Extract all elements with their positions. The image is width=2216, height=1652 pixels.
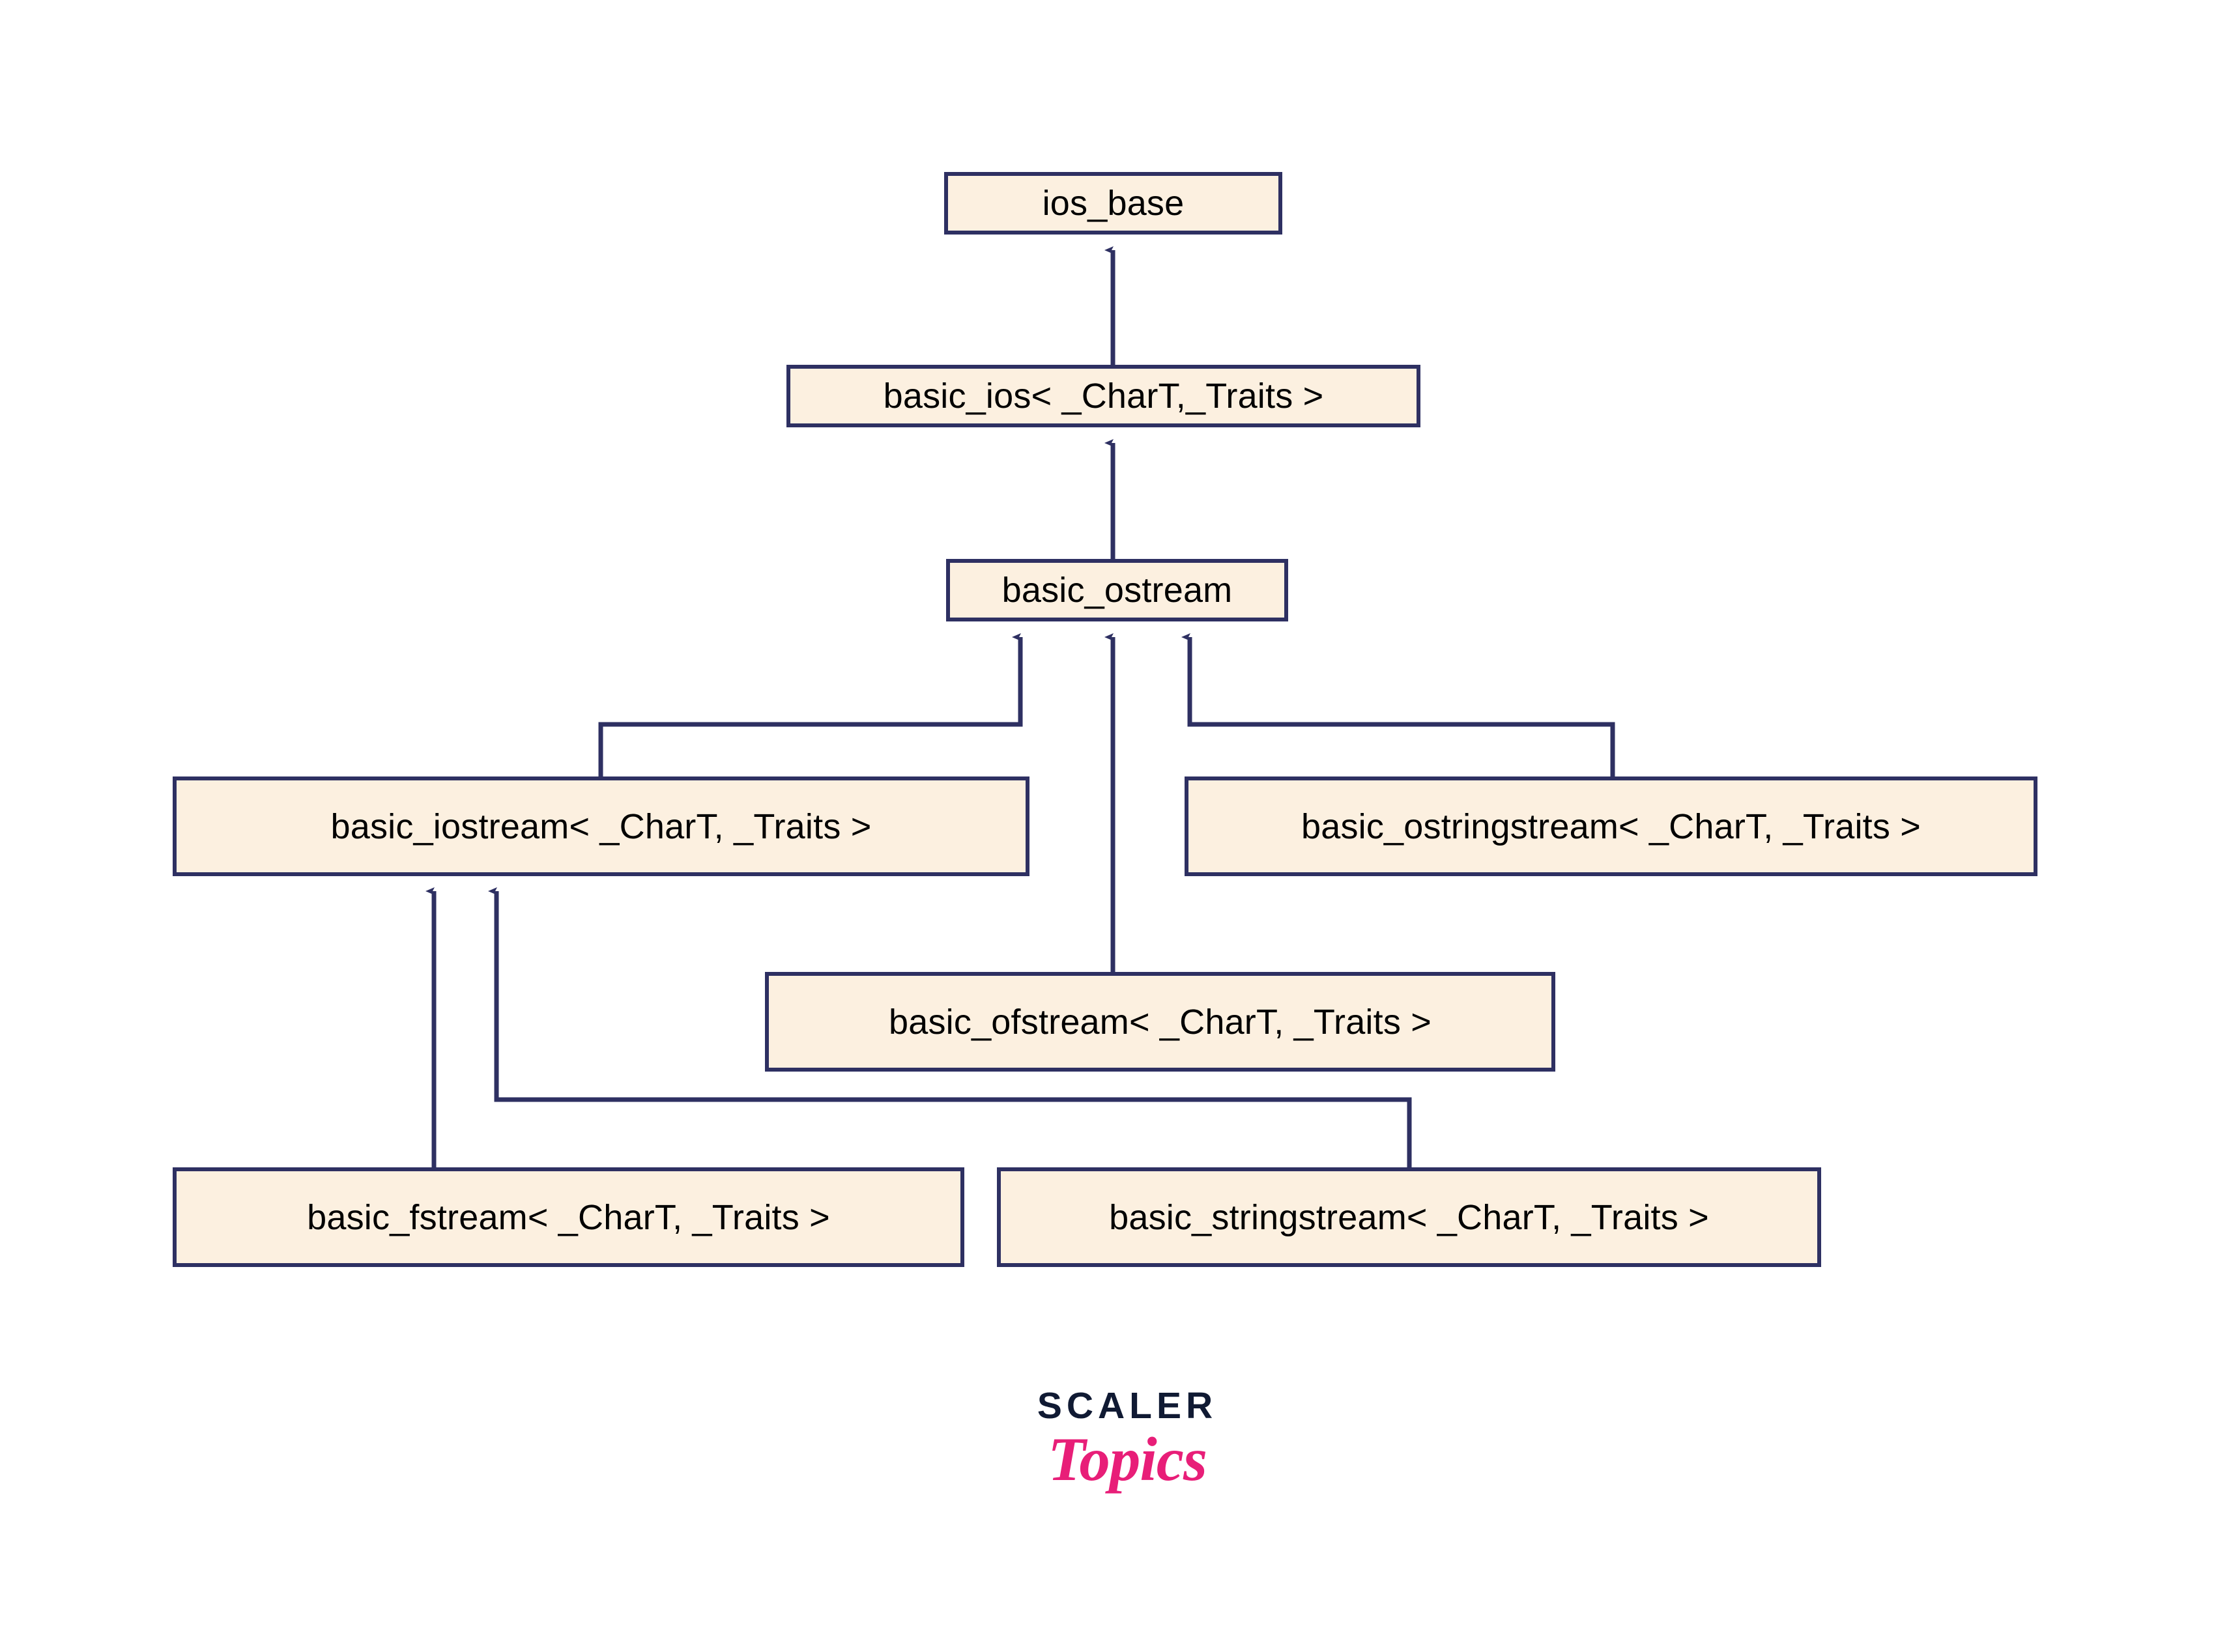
node-label: ios_base bbox=[1042, 184, 1185, 223]
node-basic-fstream[interactable]: basic_fstream< _CharT, _Traits > bbox=[173, 1167, 964, 1267]
node-label: basic_ostringstream< _CharT, _Traits > bbox=[1301, 806, 1921, 846]
node-label: basic_ofstream< _CharT, _Traits > bbox=[889, 1002, 1432, 1042]
node-basic-iostream[interactable]: basic_iostream< _CharT, _Traits > bbox=[173, 776, 1029, 876]
node-basic-ofstream[interactable]: basic_ofstream< _CharT, _Traits > bbox=[765, 972, 1555, 1072]
logo-brand-text: SCALER bbox=[1037, 1385, 1218, 1427]
node-basic-stringstream[interactable]: basic_stringstream< _CharT, _Traits > bbox=[997, 1167, 1821, 1267]
node-label: basic_ostream bbox=[1001, 571, 1233, 610]
node-basic-ostream[interactable]: basic_ostream bbox=[946, 559, 1288, 621]
node-label: basic_stringstream< _CharT, _Traits > bbox=[1109, 1197, 1709, 1237]
node-ios-base[interactable]: ios_base bbox=[944, 172, 1282, 235]
node-label: basic_iostream< _CharT, _Traits > bbox=[330, 806, 872, 846]
node-label: basic_fstream< _CharT, _Traits > bbox=[307, 1197, 830, 1237]
logo-product-text: Topics bbox=[1048, 1425, 1207, 1494]
scaler-topics-logo: SCALER Topics bbox=[990, 1388, 1264, 1490]
node-label: basic_ios< _CharT,_Traits > bbox=[883, 377, 1324, 416]
node-basic-ios[interactable]: basic_ios< _CharT,_Traits > bbox=[786, 365, 1420, 427]
node-basic-ostringstream[interactable]: basic_ostringstream< _CharT, _Traits > bbox=[1185, 776, 2037, 876]
edge-basic-ostringstream-to-basic-ostream bbox=[1181, 633, 1615, 776]
edge-basic-iostream-to-basic-ostream bbox=[598, 633, 1023, 776]
edge-basic-stringstream-to-basic-iostream bbox=[488, 887, 1412, 1167]
